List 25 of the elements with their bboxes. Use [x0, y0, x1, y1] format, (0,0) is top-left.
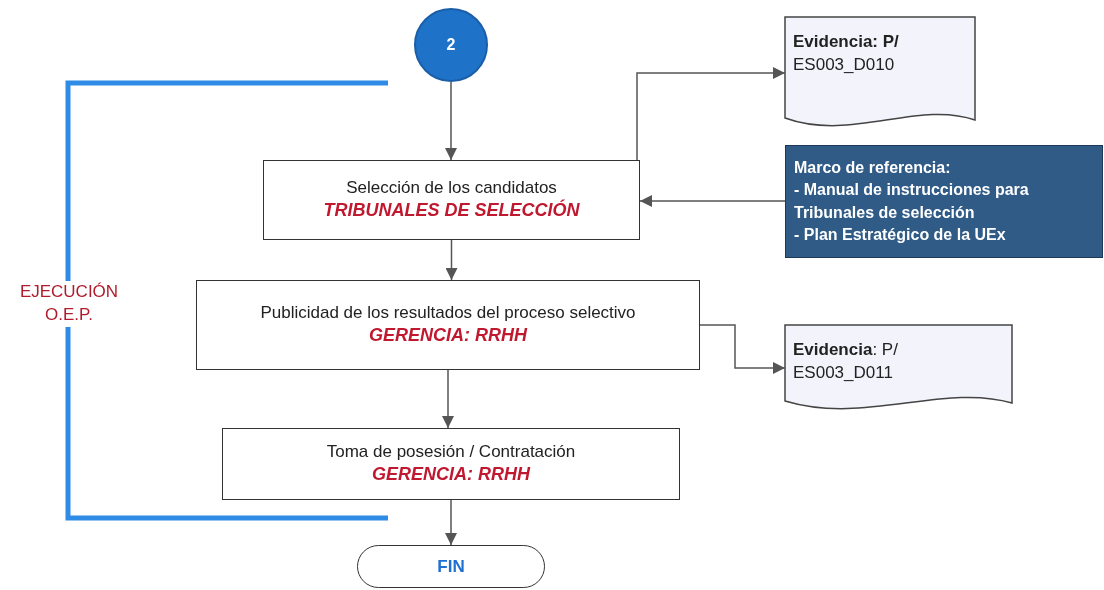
arrow [442, 369, 454, 429]
reference-box [785, 145, 1103, 258]
document-text: Evidencia: P/ ES003_D010 [793, 31, 900, 76]
process-box [222, 428, 680, 500]
arrow [445, 499, 457, 546]
process-box [196, 280, 700, 370]
responsible-text: GERENCIA: RRHH [372, 463, 530, 487]
process-text: Publicidad de los resultados del proceso selectivo [260, 302, 636, 325]
terminal-shape [357, 545, 545, 588]
connector-number: 2 [446, 36, 456, 54]
note-heading: Marco de referencia: [794, 157, 952, 178]
responsible-text: TRIBUNALES DE SELECCIÓN [323, 199, 580, 223]
process-text: Toma de posesión / Contratación [326, 441, 576, 464]
arrow [639, 195, 786, 207]
arrow [699, 324, 786, 374]
responsible-text: GERENCIA: RRHH [369, 324, 527, 348]
process-box [263, 160, 640, 240]
terminal-label: FIN [437, 556, 465, 577]
note-text: - Plan Estratégico de la UEx [794, 224, 1007, 245]
arrow [445, 239, 458, 281]
document-text: Evidencia: P/ ES003_D011 [793, 339, 899, 384]
arrow [636, 67, 786, 161]
process-text: Selección de los candidatos [346, 177, 557, 199]
arrow [445, 81, 457, 161]
note-text: - Manual de instrucciones para Tribunales de selección [794, 180, 1030, 223]
